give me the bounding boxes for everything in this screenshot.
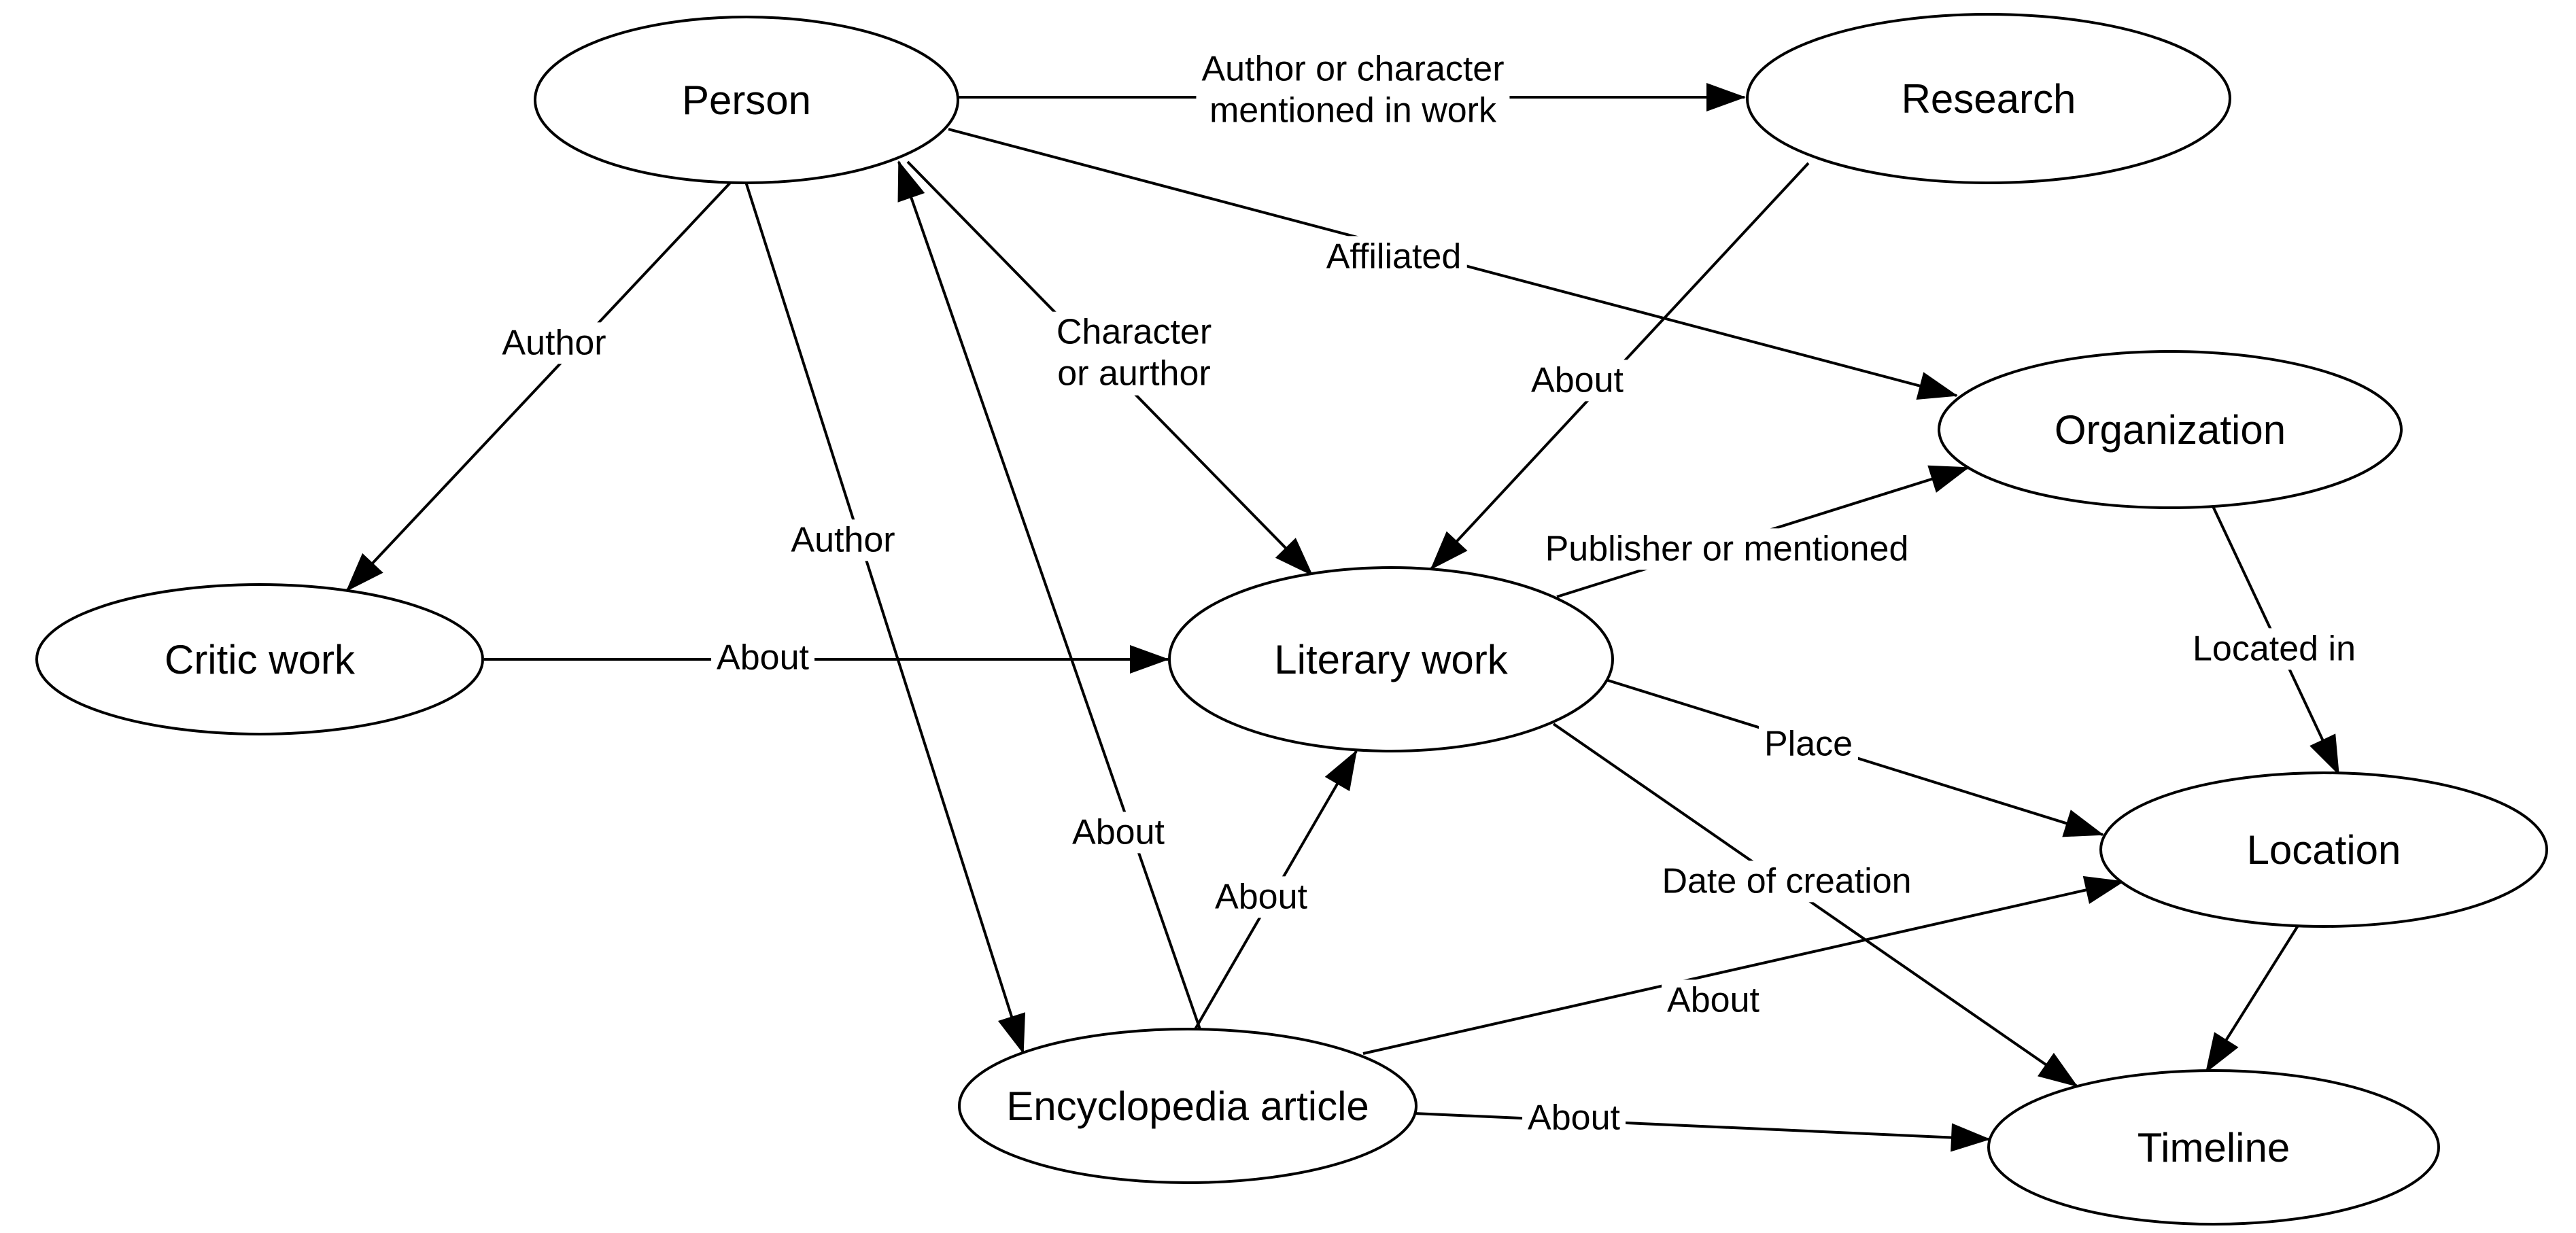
edge-person-literary — [906, 160, 1313, 576]
edge-encyclopedia-location — [1362, 875, 2125, 1055]
node-ellipse-encyclopedia[interactable] — [958, 1028, 1418, 1184]
node-label-encyclopedia: Encyclopedia article — [1006, 1083, 1369, 1129]
node-location[interactable]: Location — [2099, 771, 2548, 928]
node-ellipse-organization[interactable] — [1938, 350, 2403, 509]
edge-person-encyclopedia — [741, 171, 1026, 1054]
edge-literary-organization — [1556, 465, 1970, 598]
node-label-literary-work: Literary work — [1274, 637, 1508, 682]
edge-literary-timeline — [1552, 723, 2078, 1088]
edge-research-literary — [1430, 162, 1810, 570]
edge-encyclopedia-timeline — [1413, 1112, 1991, 1152]
edge-encyclopedia-literary — [1194, 750, 1358, 1030]
edge-encyclopedia-person — [897, 160, 1201, 1030]
node-research[interactable]: Research — [1746, 13, 2231, 184]
edge-location-timeline — [2205, 924, 2299, 1073]
edge-person-organization — [948, 128, 1958, 400]
node-ellipse-person[interactable] — [534, 16, 959, 184]
node-critic-work[interactable]: Critic work — [35, 583, 484, 735]
node-ellipse-research[interactable] — [1746, 13, 2231, 184]
node-ellipse-timeline[interactable] — [1987, 1069, 2440, 1226]
node-encyclopedia[interactable]: Encyclopedia article — [958, 1028, 1418, 1184]
node-ellipse-location[interactable] — [2099, 771, 2548, 928]
edge-organization-location — [2212, 506, 2340, 776]
node-organization[interactable]: Organization — [1938, 350, 2403, 509]
node-label-location: Location — [2247, 827, 2401, 873]
node-label-organization: Organization — [2055, 407, 2286, 453]
node-person[interactable]: Person — [534, 16, 959, 184]
node-ellipse-literary-work[interactable] — [1168, 566, 1614, 752]
node-label-person: Person — [682, 77, 811, 123]
node-label-timeline: Timeline — [2137, 1125, 2290, 1170]
edge-person-critic — [345, 170, 742, 592]
node-label-research: Research — [1902, 76, 2076, 122]
node-label-critic-work: Critic work — [165, 637, 356, 682]
node-timeline[interactable]: Timeline — [1987, 1069, 2440, 1226]
node-literary-work[interactable]: Literary work — [1168, 566, 1614, 752]
node-ellipse-critic-work[interactable] — [35, 583, 484, 735]
